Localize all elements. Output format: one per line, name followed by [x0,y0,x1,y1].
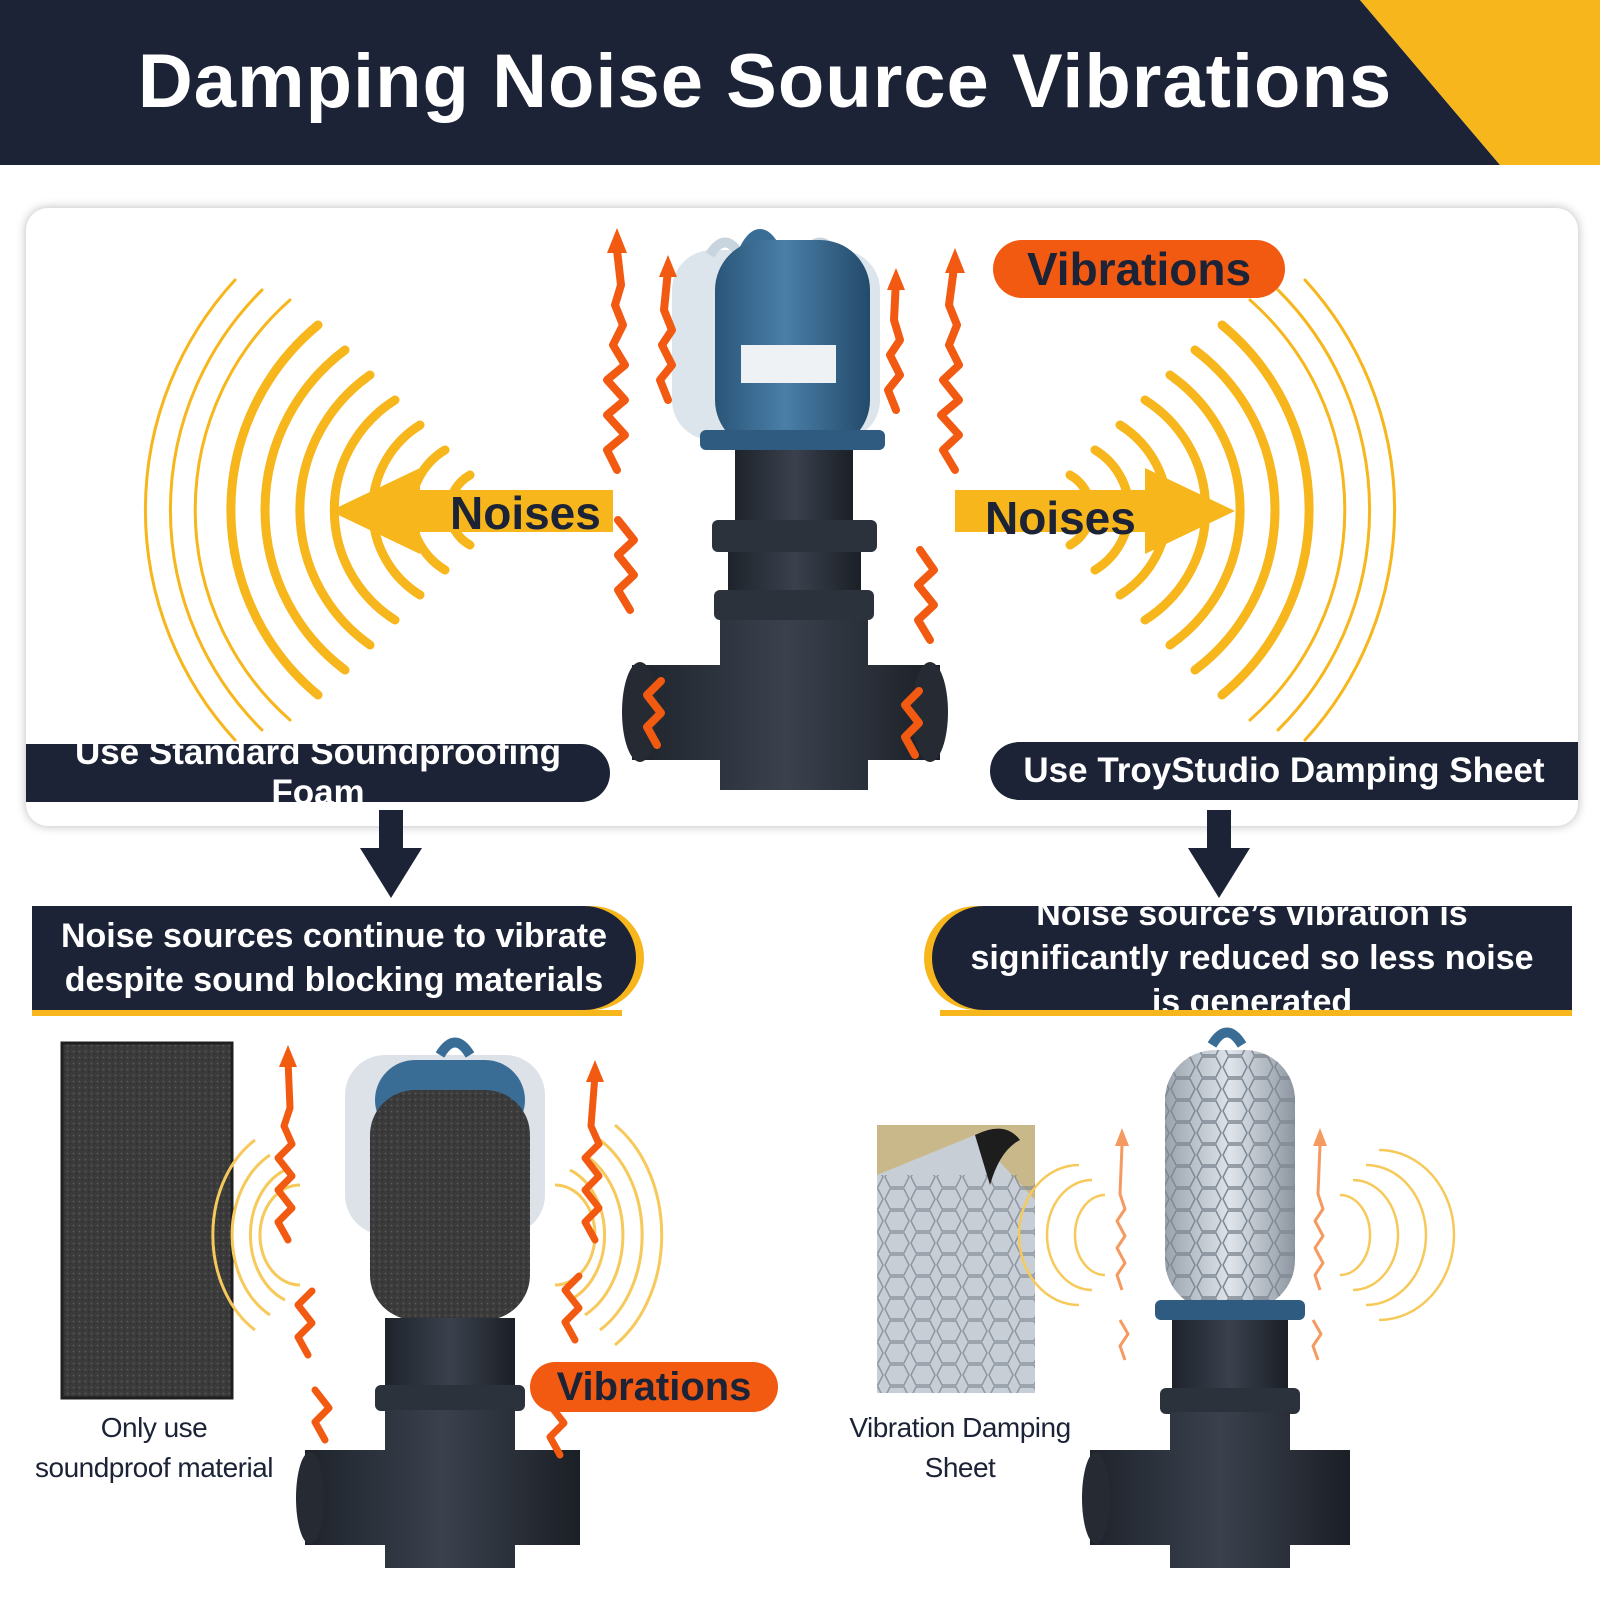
noises-label-right: Noises [985,492,1136,544]
caption-foam-result: Noise sources continue to vibrate despit… [32,906,636,1010]
option-standard-foam-label: Use Standard Soundproofing Foam [26,733,610,812]
noise-arrow-left [330,468,613,554]
vibration-arrowheads-top [607,228,965,290]
pump-damped-illustration [1082,1027,1350,1568]
noises-label-left: Noises [450,487,601,539]
caption-left-underline [32,1010,622,1016]
vibration-zigzags-top [603,246,963,759]
sound-waves-right-thin [1248,278,1397,742]
vibrations-badge-top: Vibrations [993,240,1285,298]
caption-right-underline [940,1010,1572,1016]
sound-waves-bottom-right [1017,1148,1456,1322]
down-arrow-left [360,810,422,898]
page-title: Damping Noise Source Vibrations [137,39,1393,124]
foam-block [60,1041,234,1400]
pump-foam-wrapped-illustration [296,1037,580,1568]
caption-damping-result: Noise source’s vibration is significantl… [932,895,1572,1021]
pump-top-illustration [622,229,948,790]
option-damping-sheet-label: Use TroyStudio Damping Sheet [990,742,1578,800]
header-band [0,0,1500,165]
damping-sheet-caption: Vibration Damping Sheet [849,1412,1071,1483]
vibrations-badge-bottom: Vibrations [530,1362,778,1412]
vibration-arrowheads-bottom-left [279,1045,604,1082]
vibration-zigzags-bottom-left [274,1056,603,1459]
noise-arrow-right [955,468,1235,554]
down-arrow-right [1188,810,1250,898]
vibration-lines-bottom-right-faint [1115,1144,1325,1361]
sound-waves-left-thin [143,278,292,742]
damping-sheet-sample [877,1125,1035,1393]
foam-material-caption: Only use soundproof material [35,1412,273,1483]
vibration-arrowheads-bottom-right [1115,1128,1327,1146]
